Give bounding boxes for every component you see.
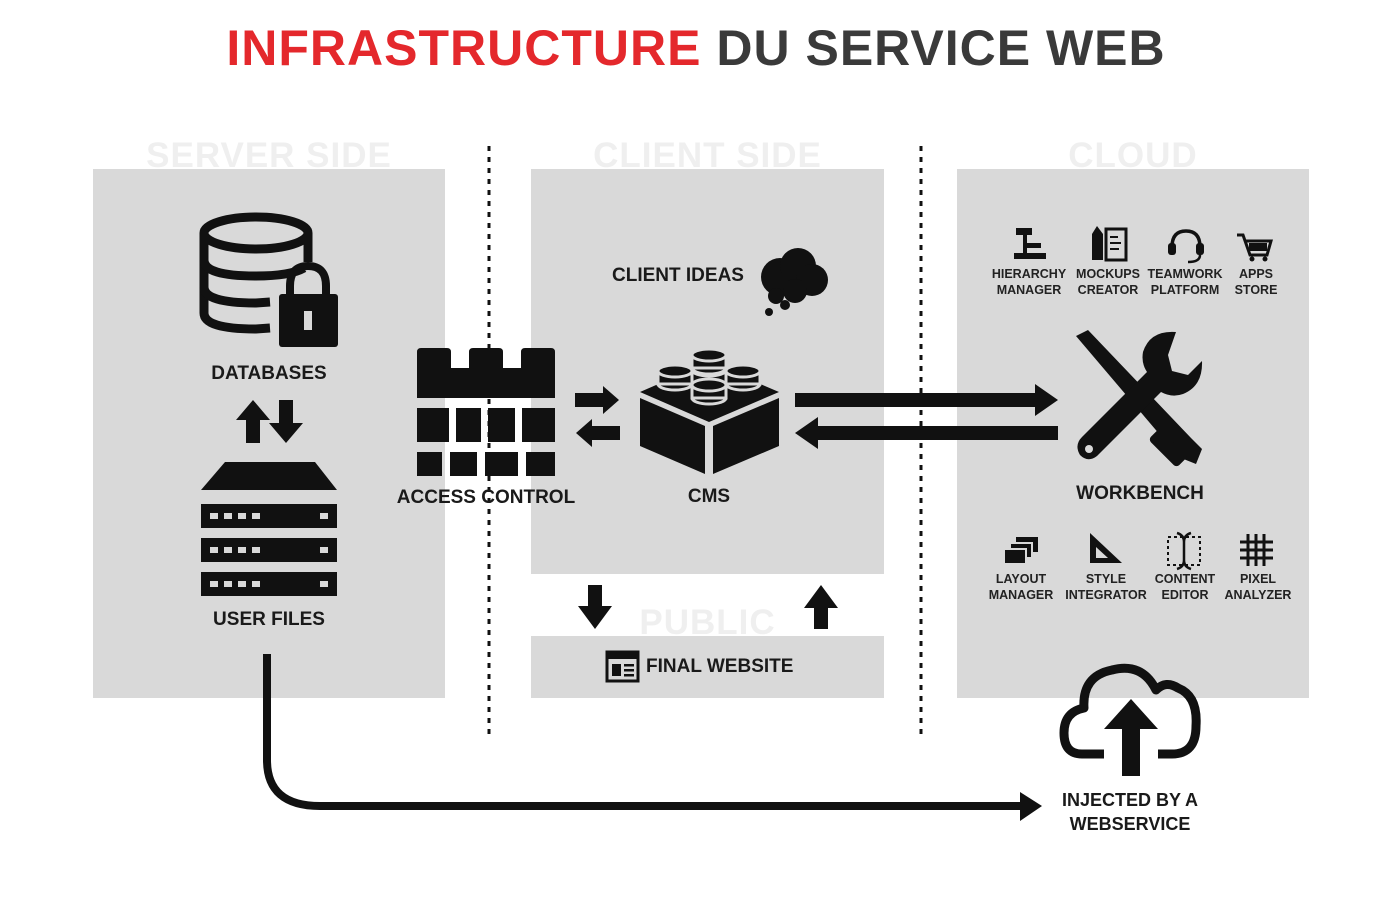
injected-line-1: INJECTED BY A [1061,790,1199,810]
database-lock-icon [199,212,338,347]
thought-cloud-icon [761,248,828,316]
server-rack-icon [201,462,337,596]
website-icon [605,650,640,683]
cms-label: CMS [687,486,731,507]
firewall-icon [417,348,555,476]
cloud-upload-icon [1059,663,1201,776]
injected-label: INJECTED BY A WEBSERVICE [1030,788,1230,836]
workbench-tools-icon [1076,330,1203,467]
exchange-arrows-icon [575,386,620,447]
public-label: PUBLIC [639,603,776,642]
workbench-label: WORKBENCH [1076,483,1204,504]
grid-icon [1240,534,1273,566]
title-part-1: INFRASTRUCTURE [226,20,702,76]
public-panel-cap [531,636,884,644]
access-control-label: ACCESS CONTROL [396,487,576,508]
cms-workbench-arrows [795,384,1058,449]
injected-line-2: WEBSERVICE [1069,814,1191,834]
server-side-label: SERVER SIDE [146,136,392,175]
text-cursor-icon [1167,531,1201,571]
server-panel-cap [93,169,445,181]
server-side-panel [93,169,445,698]
cms-brick-icon [640,347,779,474]
public-arrows [578,585,838,629]
headset-icon [1168,229,1204,264]
mockups-icon [1092,226,1128,262]
webservice-connector [263,654,1022,810]
sync-arrows-icon [236,400,303,443]
user-files-label: USER FILES [213,609,325,630]
page-title: INFRASTRUCTURE DU SERVICE WEB [0,18,1392,78]
webservice-connector-head [1020,792,1042,821]
public-panel [531,636,884,698]
client-side-label: CLIENT SIDE [593,136,822,175]
client-panel-cap [531,169,884,181]
databases-label: DATABASES [211,363,327,384]
final-website-label: FINAL WEBSITE [646,656,794,677]
layers-icon [1003,537,1038,565]
cloud-label: CLOUD [1068,136,1198,175]
set-square-icon [1090,533,1122,563]
client-ideas-label: CLIENT IDEAS [612,265,744,286]
cart-icon [1237,233,1273,262]
title-part-2: DU SERVICE WEB [716,20,1166,76]
cloud-panel-cap [957,169,1309,181]
hierarchy-icon [1014,228,1046,259]
